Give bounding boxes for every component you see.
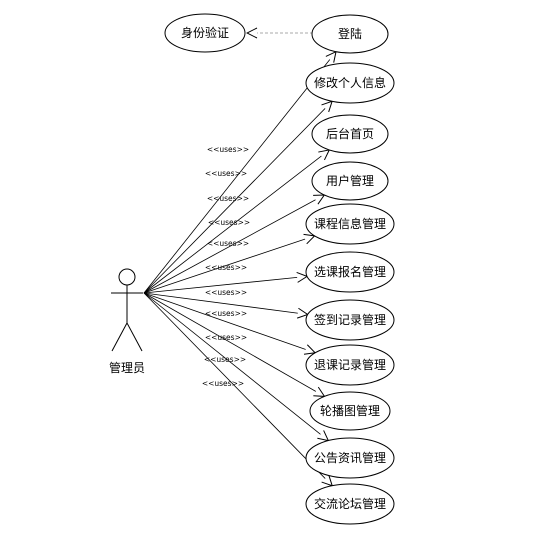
uses-label-5: <<uses>> xyxy=(207,239,249,248)
uses-relations xyxy=(143,52,336,486)
usecase-3: 后台首页 xyxy=(311,114,389,154)
usecase-label: 轮播图管理 xyxy=(320,403,380,418)
usecase-label: 用户管理 xyxy=(326,173,374,188)
usecase-ellipse xyxy=(311,114,389,154)
usecase-list: 登陆修改个人信息后台首页用户管理课程信息管理选课报名管理签到记录管理退课记录管理… xyxy=(305,14,395,525)
uses-edge-1 xyxy=(143,52,336,294)
usecase-8: 退课记录管理 xyxy=(305,344,395,386)
usecase-ellipse xyxy=(305,483,395,525)
uses-edge-3 xyxy=(143,150,329,294)
usecase-ellipse xyxy=(311,14,389,54)
usecase-ellipse xyxy=(305,344,395,386)
uses-label-11: <<uses>> xyxy=(202,379,244,388)
usecase-7: 签到记录管理 xyxy=(305,299,395,341)
actor-head xyxy=(118,268,136,286)
usecase-ellipse xyxy=(305,437,395,479)
usecase-ellipse xyxy=(311,161,389,201)
uses-label-6: <<uses>> xyxy=(205,263,247,272)
usecase-label: 交流论坛管理 xyxy=(314,496,386,511)
usecase-label: 修改个人信息 xyxy=(314,75,386,90)
uses-label-3: <<uses>> xyxy=(207,194,249,203)
actor-left-leg xyxy=(111,322,128,352)
uses-edge-5 xyxy=(143,236,315,294)
usecase-ellipse xyxy=(305,62,395,104)
usecase-ellipse xyxy=(309,391,391,431)
usecase-label: 后台首页 xyxy=(326,126,374,141)
usecase-label: 课程信息管理 xyxy=(314,216,386,231)
usecase-label: 签到记录管理 xyxy=(314,312,386,327)
usecase-4: 用户管理 xyxy=(311,161,389,201)
usecase-ellipse xyxy=(305,203,395,245)
actor-administrator: 管理员 xyxy=(109,268,145,375)
uses-label-10: <<uses>> xyxy=(204,355,246,364)
uses-edge-4 xyxy=(143,195,324,294)
uses-labels: <<uses>> <<uses>> <<uses>> <<uses>> <<uses>>… xyxy=(202,145,250,388)
usecase-5: 课程信息管理 xyxy=(305,203,395,245)
uses-edge-8 xyxy=(143,292,315,353)
usecase-2: 修改个人信息 xyxy=(305,62,395,104)
uses-label-9: <<uses>> xyxy=(205,333,247,342)
uses-edge-2 xyxy=(143,101,332,294)
uses-label-2: <<uses>> xyxy=(205,169,247,178)
uses-edge-6 xyxy=(143,276,307,294)
uses-edge-11 xyxy=(143,292,332,486)
usecase-label: 选课报名管理 xyxy=(314,264,386,279)
actor-right-leg xyxy=(126,322,143,352)
uses-label-7: <<uses>> xyxy=(205,288,247,297)
usecase-ellipse xyxy=(305,251,395,293)
usecase-ellipse xyxy=(305,299,395,341)
uses-edge-7 xyxy=(143,292,308,315)
actor-label: 管理员 xyxy=(109,360,145,375)
usecase-9: 轮播图管理 xyxy=(309,391,391,431)
uses-label-8: <<uses>> xyxy=(205,309,247,318)
usecase-label: 登陆 xyxy=(338,26,362,41)
uses-edge-10 xyxy=(143,292,328,441)
usecase-authentication: 身份验证 xyxy=(164,13,246,53)
uses-label-4: <<uses>> xyxy=(208,218,250,227)
uses-edge-9 xyxy=(143,292,325,396)
usecase-authentication-ellipse xyxy=(164,13,246,53)
usecase-label: 公告资讯管理 xyxy=(314,450,386,465)
usecase-label: 退课记录管理 xyxy=(314,357,386,372)
usecase-1: 登陆 xyxy=(311,14,389,54)
usecase-11: 交流论坛管理 xyxy=(305,483,395,525)
usecase-6: 选课报名管理 xyxy=(305,251,395,293)
usecase-authentication-label: 身份验证 xyxy=(181,25,229,40)
usecase-10: 公告资讯管理 xyxy=(305,437,395,479)
uses-label-1: <<uses>> xyxy=(207,145,249,154)
